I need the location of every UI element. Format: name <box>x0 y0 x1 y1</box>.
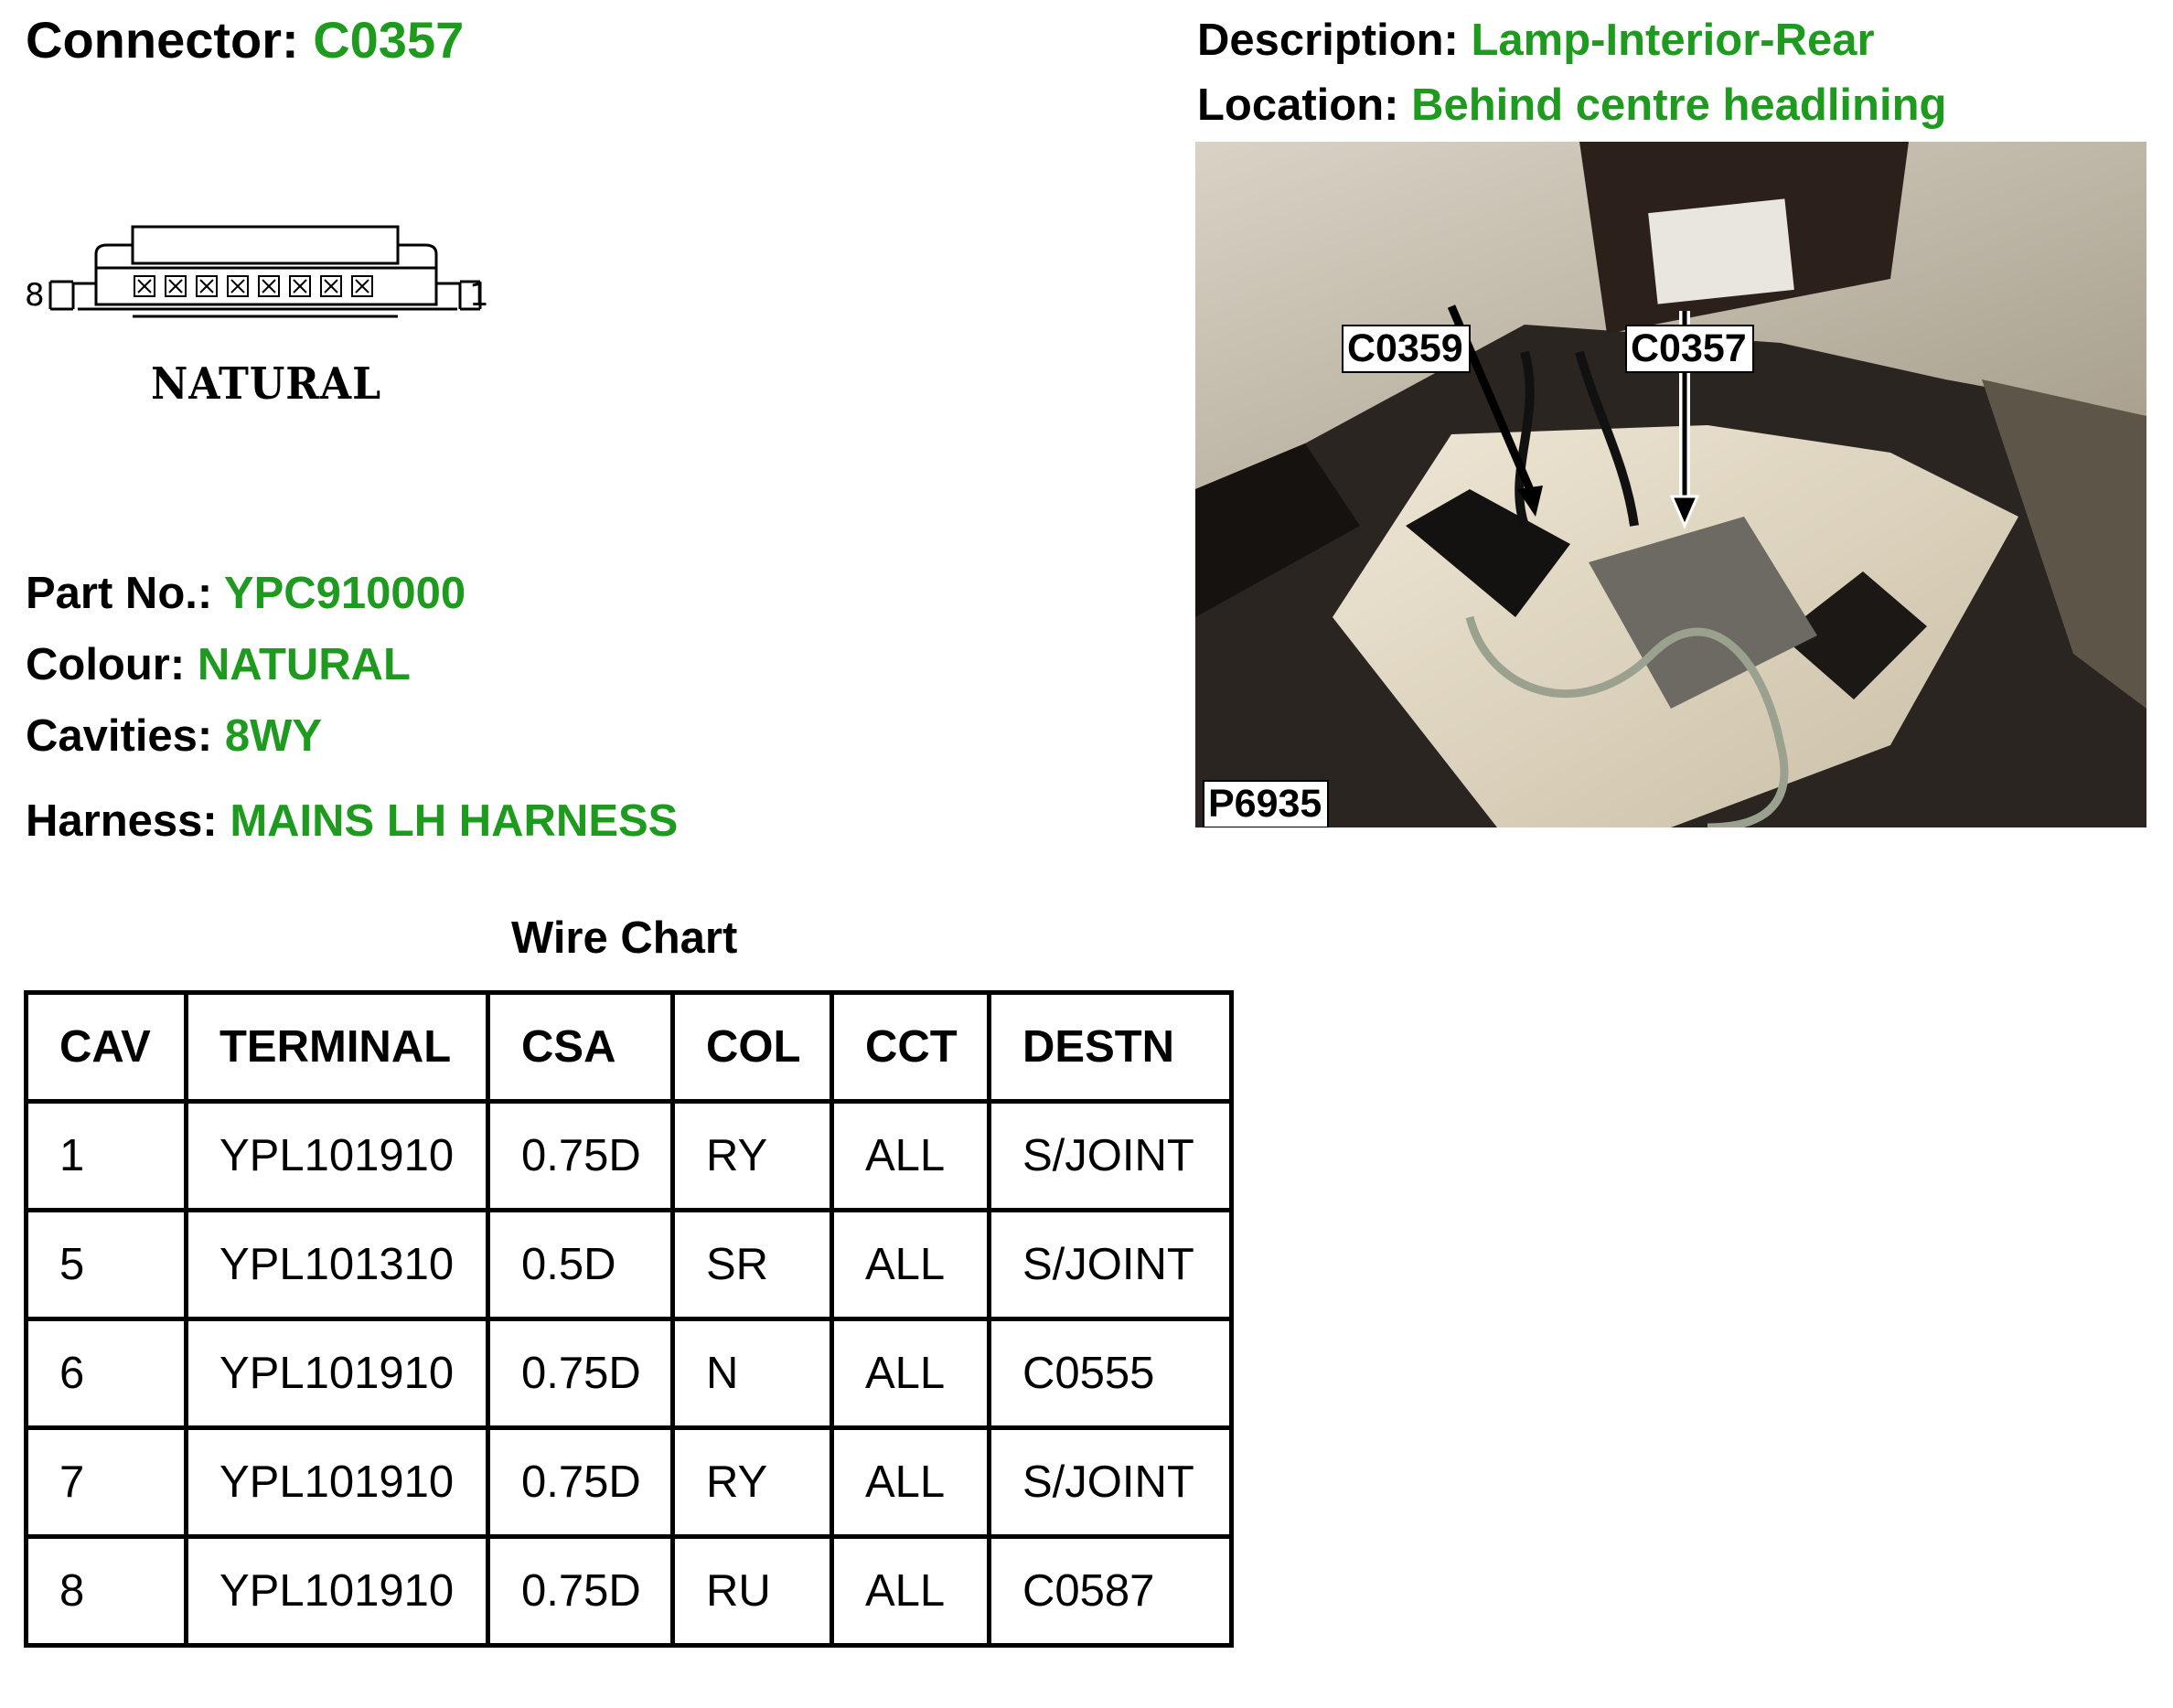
location-value: Behind centre headlining <box>1411 80 1947 130</box>
cell-terminal: YPL101910 <box>184 1534 490 1648</box>
pin-8-label: 8 <box>25 277 45 314</box>
pin-1-label: 1 <box>469 277 489 314</box>
connector-face-diagram: 8 1 <box>25 225 489 318</box>
connector-colour-label: NATURAL <box>151 358 382 410</box>
description-value: Lamp-Interior-Rear <box>1471 16 1875 65</box>
callout-c0359: C0359 <box>1342 325 1471 373</box>
cell-cav: 6 <box>24 1317 188 1430</box>
cell-cct: ALL <box>830 1208 991 1321</box>
location-photo: C0359 C0357 P6935 <box>1195 142 2146 827</box>
column-header-cct: CCT <box>830 990 991 1104</box>
table-header-row: CAV TERMINAL CSA COL CCT DESTN <box>24 990 1234 1104</box>
part-no-label: Part No.: <box>26 569 213 618</box>
cell-csa: 0.75D <box>486 1099 675 1212</box>
harness-field: Harness: MAINS LH HARNESS <box>26 799 678 844</box>
harness-label: Harness: <box>26 796 218 846</box>
cell-cct: ALL <box>830 1099 991 1212</box>
column-header-col: COL <box>670 990 834 1104</box>
column-header-destn: DESTN <box>987 990 1234 1104</box>
cell-col: RY <box>670 1425 834 1539</box>
colour-field: Colour: NATURAL <box>26 643 411 688</box>
cell-cct: ALL <box>830 1534 991 1648</box>
connector-field: Connector: C0357 <box>26 15 464 66</box>
cavities-value: 8WY <box>224 711 323 761</box>
harness-value: MAINS LH HARNESS <box>230 796 679 846</box>
cell-destn: S/JOINT <box>987 1208 1234 1321</box>
table-row: 1 YPL101910 0.75D RY ALL S/JOINT <box>24 1099 1234 1212</box>
cell-cav: 7 <box>24 1425 188 1539</box>
description-label: Description: <box>1197 16 1459 65</box>
cell-cav: 5 <box>24 1208 188 1321</box>
table-row: 5 YPL101310 0.5D SR ALL S/JOINT <box>24 1208 1234 1321</box>
cell-destn: C0587 <box>987 1534 1234 1648</box>
cell-destn: S/JOINT <box>987 1425 1234 1539</box>
cell-col: RY <box>670 1099 834 1212</box>
headlining-photo-image <box>1195 142 2146 827</box>
cavities-label: Cavities: <box>26 711 213 761</box>
description-field: Description: Lamp-Interior-Rear <box>1197 18 1875 63</box>
cell-cav: 8 <box>24 1534 188 1648</box>
table-row: 6 YPL101910 0.75D N ALL C0555 <box>24 1317 1234 1430</box>
cell-col: N <box>670 1317 834 1430</box>
column-header-csa: CSA <box>486 990 675 1104</box>
colour-value: NATURAL <box>197 640 411 689</box>
cell-csa: 0.75D <box>486 1425 675 1539</box>
callout-c0357: C0357 <box>1625 325 1754 373</box>
cavities-field: Cavities: 8WY <box>26 714 322 759</box>
cell-destn: S/JOINT <box>987 1099 1234 1212</box>
location-field: Location: Behind centre headlining <box>1197 83 1946 128</box>
cell-terminal: YPL101910 <box>184 1099 490 1212</box>
wire-chart-title: Wire Chart <box>511 913 738 963</box>
photo-reference: P6935 <box>1203 780 1330 827</box>
cell-csa: 0.75D <box>486 1534 675 1648</box>
column-header-cav: CAV <box>24 990 188 1104</box>
cell-cct: ALL <box>830 1425 991 1539</box>
wire-chart-table: CAV TERMINAL CSA COL CCT DESTN 1 YPL1019… <box>24 990 1234 1648</box>
cell-cct: ALL <box>830 1317 991 1430</box>
cell-csa: 0.5D <box>486 1208 675 1321</box>
location-label: Location: <box>1197 80 1399 130</box>
cell-terminal: YPL101310 <box>184 1208 490 1321</box>
connector-label: Connector: <box>26 11 299 69</box>
colour-label: Colour: <box>26 640 186 689</box>
cell-destn: C0555 <box>987 1317 1234 1430</box>
table-row: 8 YPL101910 0.75D RU ALL C0587 <box>24 1534 1234 1648</box>
cell-cav: 1 <box>24 1099 188 1212</box>
column-header-terminal: TERMINAL <box>184 990 490 1104</box>
cell-terminal: YPL101910 <box>184 1425 490 1539</box>
table-row: 7 YPL101910 0.75D RY ALL S/JOINT <box>24 1425 1234 1539</box>
connector-value: C0357 <box>313 11 465 69</box>
part-no-field: Part No.: YPC910000 <box>26 571 466 616</box>
cell-terminal: YPL101910 <box>184 1317 490 1430</box>
cell-col: RU <box>670 1534 834 1648</box>
part-no-value: YPC910000 <box>223 569 466 618</box>
cell-csa: 0.75D <box>486 1317 675 1430</box>
cell-col: SR <box>670 1208 834 1321</box>
